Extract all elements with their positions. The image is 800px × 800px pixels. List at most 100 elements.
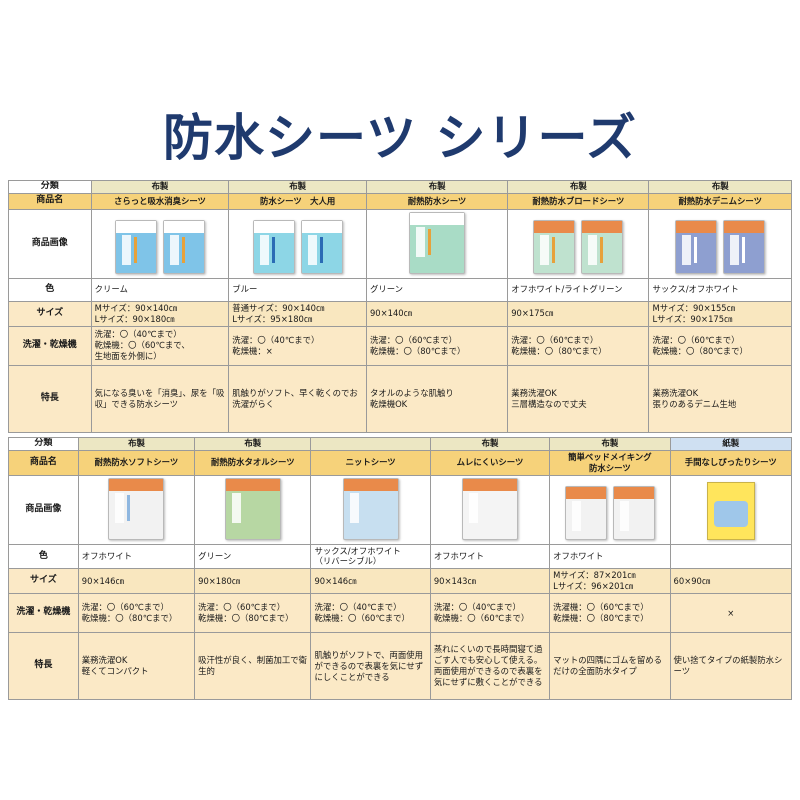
cell-category: 布製 [507, 180, 650, 194]
cell-size: Mサイズ：90×155㎝ Lサイズ：90×175㎝ [648, 300, 792, 327]
package-image [224, 477, 281, 540]
cell-name: 防水シーツ 大人用 [228, 192, 367, 210]
package-band [301, 220, 342, 233]
cell-category: 布製 [648, 180, 792, 194]
package-image [533, 219, 576, 274]
package-image [342, 477, 399, 540]
package-label [730, 234, 740, 265]
cell-product-image [365, 208, 509, 279]
package-strip [742, 236, 746, 263]
cell-size: 90×146㎝ [310, 568, 431, 595]
package-band [109, 478, 164, 491]
cell-color: ブルー [228, 277, 367, 302]
package-band [462, 478, 517, 491]
package-band [115, 220, 156, 233]
cell-feature: 使い捨てタイプの紙製防水シーツ [669, 632, 793, 701]
cell-color: グリーン [365, 277, 509, 302]
cell-wash: 洗濯：〇（60℃まで） 乾燥機：〇（80℃まで） [648, 325, 792, 366]
row-category: 分類布製布製布製布製紙製 [8, 437, 793, 451]
package-band [253, 220, 294, 233]
cell-color: グリーン [194, 543, 312, 570]
row-wash: 洗濯・乾燥機洗濯：〇（40℃まで） 乾燥機：〇（60℃まで、 生地面を外側に）洗… [8, 325, 792, 366]
package-band [410, 212, 465, 225]
row-image: 商品画像 [8, 208, 792, 279]
cell-feature: タオルのような肌触り 乾燥機OK [365, 364, 509, 433]
package-label [540, 234, 550, 265]
package-band [724, 220, 765, 233]
package-strip [583, 502, 587, 529]
package-strip [428, 228, 432, 255]
cell-name: 耐熱防水デニムシーツ [648, 192, 792, 210]
row-category: 分類布製布製布製布製布製 [8, 180, 792, 194]
package-label [259, 234, 269, 265]
cell-category: 布製 [429, 437, 551, 451]
cell-wash: 洗濯：〇（40℃まで） 乾燥機：× [228, 325, 367, 366]
cell-wash: 洗濯：〇（60℃まで） 乾燥機：〇（80℃まで） [507, 325, 650, 366]
product-table-2: 分類布製布製布製布製紙製商品名耐熱防水ソフトシーツ耐熱防水タオルシーツニットシー… [8, 437, 793, 701]
cell-feature: 業務洗濯OK 張りのあるデニム生地 [648, 364, 792, 433]
package-label [349, 492, 359, 523]
package-strip [480, 494, 484, 521]
package-image [461, 477, 518, 540]
product-image [553, 480, 666, 540]
package-strip [361, 494, 365, 521]
cell-category: 布製 [228, 180, 367, 194]
cell-product-image [228, 208, 367, 279]
cell-product-image [90, 208, 230, 279]
row-feature: 特長気になる臭いを「消臭」、尿を「吸収」できる防水シーツ肌触りがソフト、早く乾く… [8, 364, 792, 433]
row-label-size: サイズ [8, 300, 92, 327]
cell-product-image [549, 474, 671, 545]
cell-wash: 洗濯：〇（40℃まで） 乾燥機：〇（60℃まで、 生地面を外側に） [90, 325, 230, 366]
package-strip [631, 502, 635, 529]
row-label-color: 色 [8, 543, 79, 570]
product-image [95, 214, 226, 274]
package-label [468, 492, 478, 523]
page-title: 防水シーツ シリーズ [163, 109, 637, 167]
cell-name: 手間なしぴったりシーツ [669, 449, 793, 476]
cell-feature: 肌触りがソフトで、両面使用ができるので表裏を気にせずにしくことができる [310, 632, 431, 701]
cell-wash: 洗濯：〇（60℃まで） 乾燥機：〇（80℃まで） [365, 325, 509, 366]
package-label [307, 234, 317, 265]
cell-product-image [77, 474, 196, 545]
row-color: 色オフホワイトグリーンサックス/オフホワイト （リバーシブル）オフホワイトオフホ… [8, 543, 793, 570]
cell-product-image [507, 208, 650, 279]
row-label-image: 商品画像 [8, 208, 92, 279]
package-strip [694, 236, 698, 263]
cell-feature: 吸汗性が良く、制菌加工で衛生的 [194, 632, 312, 701]
package-image [675, 219, 718, 274]
row-label-wash: 洗濯・乾燥機 [8, 325, 92, 366]
cell-size: 90×146㎝ [77, 568, 196, 595]
package-strip [600, 236, 604, 263]
package-label [231, 492, 241, 523]
package-strip [552, 236, 556, 263]
product-table-1: 分類布製布製布製布製布製商品名さらっと吸水消臭シーツ防水シーツ 大人用耐熱防水シ… [8, 180, 792, 433]
cell-feature: 気になる臭いを「消臭」、尿を「吸収」できる防水シーツ [90, 364, 230, 433]
cell-product-image [648, 208, 792, 279]
package-label [115, 492, 125, 523]
row-feature: 特長業務洗濯OK 軽くてコンパクト吸汗性が良く、制菌加工で衛生的肌触りがソフトで… [8, 632, 793, 701]
cell-name: 耐熱防水シーツ [365, 192, 509, 210]
row-label-color: 色 [8, 277, 92, 302]
package-strip [271, 236, 275, 263]
package-label [571, 500, 581, 531]
cell-color: サックス/オフホワイト （リバーシブル） [310, 543, 431, 570]
cell-color [669, 543, 793, 570]
row-image: 商品画像 [8, 474, 793, 545]
row-label-name: 商品名 [8, 192, 92, 210]
package-image [252, 219, 295, 274]
row-wash: 洗濯・乾燥機洗濯：〇（60℃まで） 乾燥機：〇（80℃まで）洗濯：〇（60℃まで… [8, 593, 793, 634]
package-image [612, 485, 655, 540]
package-strip [181, 236, 185, 263]
package-band [676, 220, 717, 233]
cell-name: さらっと吸水消臭シーツ [90, 192, 230, 210]
row-name: 商品名耐熱防水ソフトシーツ耐熱防水タオルシーツニットシーツムレにくいシーツ簡単ベ… [8, 449, 793, 476]
cell-size: Mサイズ：90×140㎝ Lサイズ：90×180㎝ [90, 300, 230, 327]
product-image [511, 214, 645, 274]
package-label [416, 226, 426, 257]
product-image [198, 477, 307, 540]
cell-category: 布製 [77, 437, 196, 451]
cell-color: オフホワイト [549, 543, 671, 570]
cell-size: 90×180㎝ [194, 568, 312, 595]
package-band [163, 220, 204, 233]
